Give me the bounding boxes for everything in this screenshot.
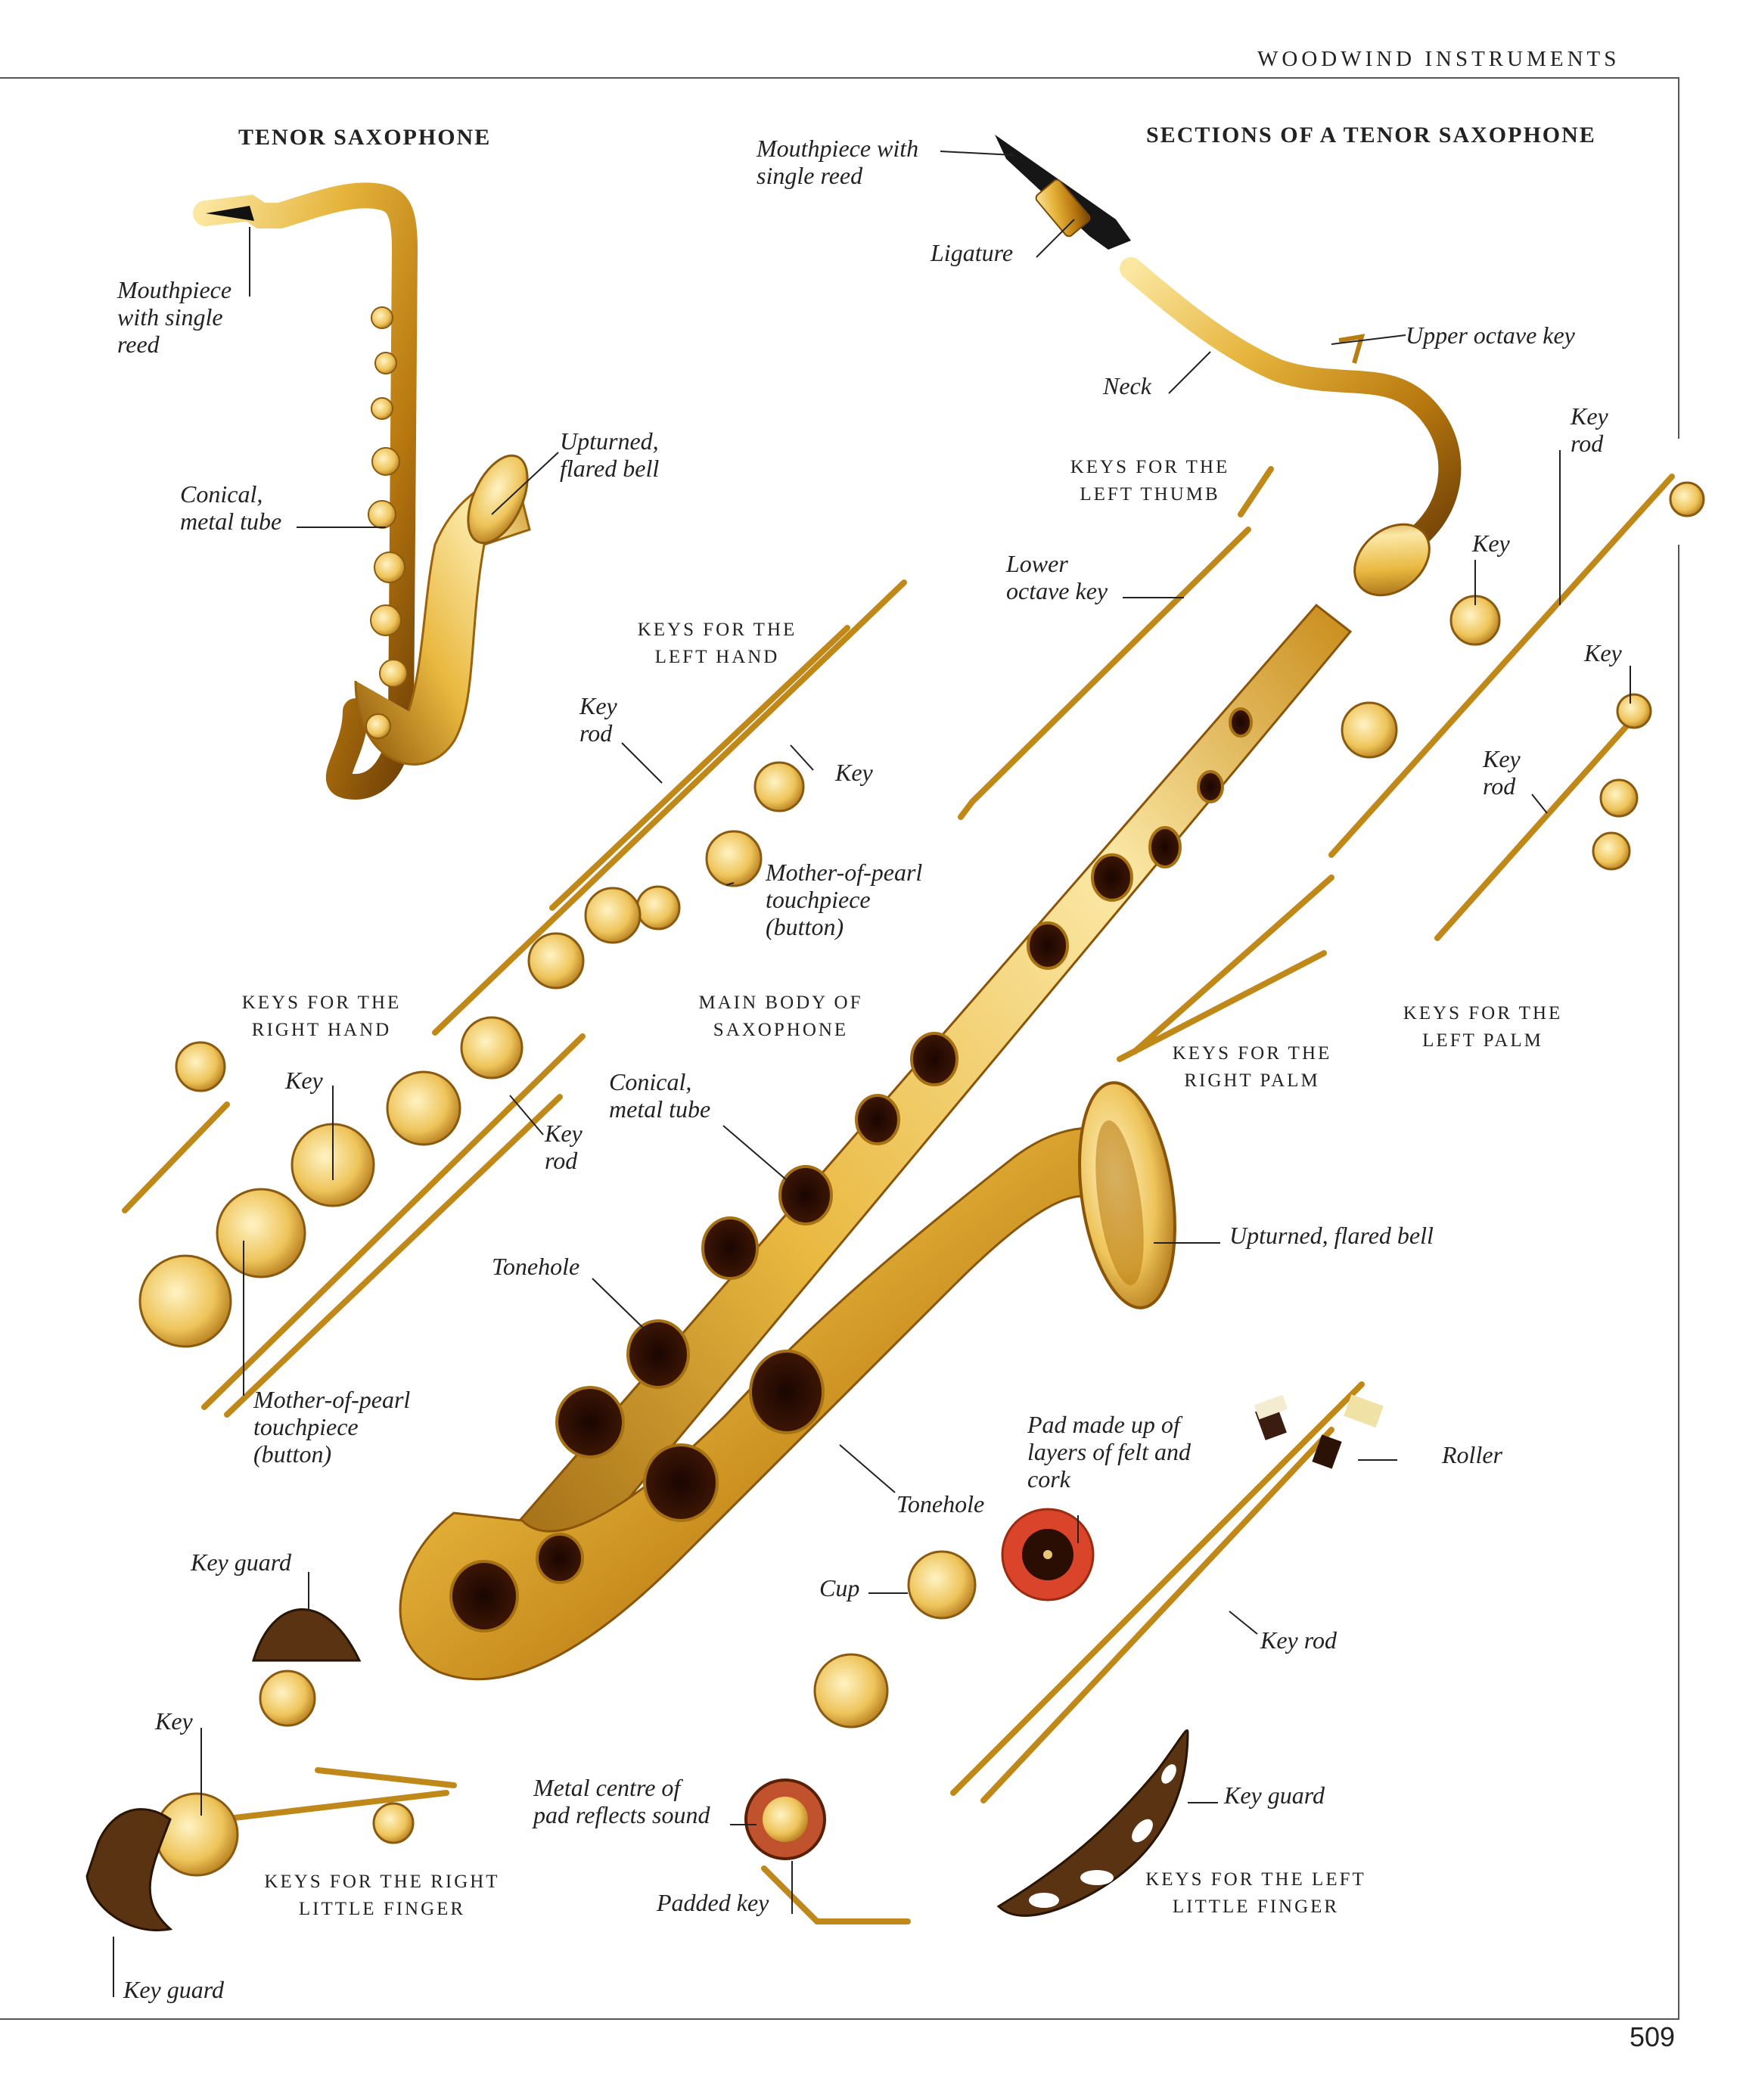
group-right-hand: KEYS FOR THE RIGHT HAND	[241, 993, 402, 1040]
label-tonehole-1: Tonehole	[492, 1253, 580, 1280]
label-key-right-2: Key	[1584, 639, 1622, 666]
label-key-rod-left-hand: Key rod	[579, 692, 617, 747]
label-upper-octave-key: Upper octave key	[1406, 322, 1575, 349]
bottom-rule	[0, 2018, 1679, 2020]
label-roller: Roller	[1442, 1441, 1502, 1468]
label-pad: Pad made up of layers of felt and cork	[1027, 1411, 1191, 1493]
key-rods-icon	[122, 466, 1675, 1924]
label-mop-right-hand: Mother-of-pearl touchpiece (button)	[253, 1386, 411, 1468]
tenor-saxophone-title: TENOR SAXOPHONE	[238, 125, 492, 150]
label-bell: Upturned, flared bell	[1229, 1222, 1434, 1249]
label-metal-centre: Metal centre of pad reflects sound	[533, 1774, 710, 1828]
group-right-little-finger: KEYS FOR THE RIGHT LITTLE FINGER	[264, 1872, 500, 1919]
label-key-rod-top-right: Key rod	[1571, 402, 1608, 457]
roller-icon	[1254, 1394, 1384, 1469]
label-key-guard-right: Key guard	[1224, 1782, 1325, 1809]
group-main-body: MAIN BODY OF SAXOPHONE	[698, 993, 863, 1040]
sections-title: SECTIONS OF A TENOR SAXOPHONE	[1146, 123, 1596, 148]
right-rule-lower	[1678, 545, 1679, 2020]
label-key-right-little: Key	[155, 1707, 193, 1735]
label-bell-small: Upturned, flared bell	[560, 427, 660, 482]
label-cup: Cup	[819, 1574, 860, 1601]
label-padded-key: Padded key	[657, 1889, 769, 1916]
main-body-icon	[399, 603, 1353, 1681]
label-key-right-1: Key	[1472, 530, 1510, 557]
key-guard-icon	[85, 1608, 1189, 1931]
label-mop-left-hand: Mother-of-pearl touchpiece (button)	[766, 859, 923, 940]
label-key-guard-bottom: Key guard	[123, 1976, 225, 2003]
label-mouthpiece-small: Mouthpiece with single reed	[117, 276, 232, 358]
label-tube: Conical, metal tube	[609, 1068, 711, 1123]
key-guard-holes-icon	[1029, 1764, 1176, 1908]
group-left-palm: KEYS FOR THE LEFT PALM	[1403, 1003, 1563, 1051]
label-neck: Neck	[1103, 372, 1151, 399]
label-key-rod-right-2: Key rod	[1483, 745, 1521, 800]
running-header: WOODWIND INSTRUMENTS	[1257, 47, 1620, 71]
neck-icon	[1120, 257, 1462, 597]
top-rule	[0, 77, 1679, 79]
label-key-rod-right-hand: Key rod	[545, 1120, 583, 1174]
label-ligature: Ligature	[931, 239, 1014, 266]
page-number: 509	[1630, 2021, 1676, 2052]
label-mouthpiece: Mouthpiece with single reed	[757, 135, 919, 189]
label-key-guard-left: Key guard	[191, 1549, 292, 1576]
group-left-little-finger: KEYS FOR THE LEFT LITTLE FINGER	[1145, 1869, 1366, 1917]
label-tube-small: Conical, metal tube	[180, 480, 282, 535]
label-key-left-hand: Key	[835, 759, 873, 786]
label-tonehole-2: Tonehole	[896, 1490, 985, 1518]
group-left-hand: KEYS FOR THE LEFT HAND	[637, 620, 797, 667]
mouthpiece-icon	[995, 135, 1131, 250]
group-left-thumb: KEYS FOR THE LEFT THUMB	[1070, 457, 1230, 505]
right-rule-upper	[1678, 77, 1679, 439]
padded-key-icon	[744, 1778, 826, 1860]
label-key-rod-bottom: Key rod	[1260, 1626, 1338, 1654]
label-key-right-hand: Key	[285, 1067, 323, 1094]
key-cups-icon	[138, 481, 1705, 1877]
pad-icon	[1001, 1508, 1095, 1601]
group-right-palm: KEYS FOR THE RIGHT PALM	[1172, 1043, 1332, 1091]
tenor-sax-full-icon	[193, 182, 531, 800]
leader-lines	[113, 151, 1631, 1997]
label-lower-octave-key: Lower octave key	[1006, 550, 1108, 604]
